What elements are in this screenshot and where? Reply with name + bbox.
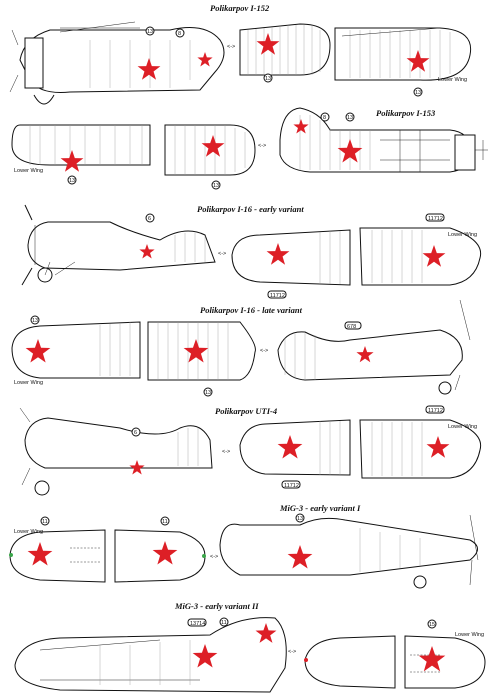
i16-late-wing-upper: 13 [147, 321, 256, 397]
callout-11-b: 11 [162, 519, 168, 525]
callout-13-i: 13 [297, 516, 303, 522]
title-i16-early: Polikarpov I-16 - early variant [197, 204, 304, 214]
i16-late-wing-lower: Lower Wing 13 [11, 315, 141, 386]
mig3-i-wing-upper: 11 [114, 516, 206, 583]
wingtip-light [304, 658, 308, 662]
callout-11712-a: 11712 [270, 293, 285, 299]
i16-early-wing-upper: 11712 [231, 229, 351, 299]
mig3-ii-profile: 13714 11 [14, 617, 287, 693]
title-mig3-i: MiG-3 - early variant I [279, 503, 361, 513]
arrow-uti4: <-> [222, 449, 230, 455]
callout-13-c: 13 [415, 90, 421, 96]
label-lower-wing-5: Lower Wing [448, 424, 477, 430]
callout-678: 678 [347, 324, 356, 330]
callout-11712-b: 11712 [428, 216, 443, 222]
arrow-i152: <-> [227, 44, 235, 50]
callout-8-b: 8 [323, 115, 326, 121]
mig3-ii-wing-lower: Lower Wing 15 [404, 619, 486, 689]
i16-late-profile: 678 [277, 299, 471, 395]
wingtip-light [202, 554, 206, 558]
i152-upper-wing: 13 [239, 23, 331, 83]
callout-11-a: 11 [42, 519, 48, 525]
title-mig3-ii: MiG-3 - early variant II [174, 601, 259, 611]
title-uti4: Polikarpov UTI-4 [215, 406, 277, 416]
title-i152: Polikarpov I-152 [210, 3, 270, 13]
mig3-ii-wing-upper [304, 635, 396, 689]
callout-13714: 13714 [190, 621, 205, 627]
callout-13-b: 13 [265, 76, 271, 82]
callout-13-a: 13 [147, 29, 153, 35]
i153-upper-wing: 13 [164, 124, 256, 190]
callout-11712-d: 11712 [428, 408, 443, 414]
uti4-wing-lower: Lower Wing 11712 [359, 405, 482, 479]
i152-lower-wing: Lower Wing 13 [334, 27, 472, 97]
callout-6-a: 6 [148, 216, 151, 222]
uti4-wing-upper: 11712 [239, 419, 351, 489]
callout-13-g: 13 [32, 318, 38, 324]
callout-11-c: 11 [221, 620, 227, 626]
mig3-i-wing-lower: Lower Wing 11 [9, 516, 106, 583]
label-lower-wing-6: Lower Wing [14, 529, 43, 535]
callout-13-d: 13 [69, 178, 75, 184]
callout-6-b: 6 [134, 430, 137, 436]
title-i16-late: Polikarpov I-16 - late variant [200, 305, 303, 315]
label-lower-wing-4: Lower Wing [14, 380, 43, 386]
uti4-profile: 6 [19, 407, 213, 496]
callout-11712-c: 11712 [284, 483, 299, 489]
callout-8-a: 8 [178, 31, 181, 37]
callout-13-f: 13 [347, 115, 353, 121]
arrow-mig3-i: <-> [210, 554, 218, 560]
label-lower-wing-1: Lower Wing [438, 77, 467, 83]
i16-early-profile: 6 [21, 204, 216, 286]
label-lower-wing-7: Lower Wing [455, 632, 484, 638]
arrow-i16-late: <-> [260, 348, 268, 354]
i153-lower-wing: Lower Wing 13 [11, 124, 151, 185]
i153-profile: 8 13 [279, 107, 488, 173]
arrow-mig3-ii: <-> [288, 649, 296, 655]
label-lower-wing-2: Lower Wing [14, 168, 43, 174]
arrow-i16-early: <-> [218, 251, 226, 257]
callout-13-e: 13 [213, 183, 219, 189]
callout-15: 15 [429, 622, 435, 628]
i16-early-wing-lower: Lower Wing 11712 [359, 213, 482, 286]
callout-13-h: 13 [205, 390, 211, 396]
wingtip-light [9, 553, 13, 557]
title-i153: Polikarpov I-153 [376, 108, 436, 118]
arrow-i153: <-> [258, 143, 266, 149]
label-lower-wing-3: Lower Wing [448, 232, 477, 238]
mig3-i-profile: 13 [219, 513, 479, 589]
i152-profile: 13 8 [9, 21, 225, 105]
